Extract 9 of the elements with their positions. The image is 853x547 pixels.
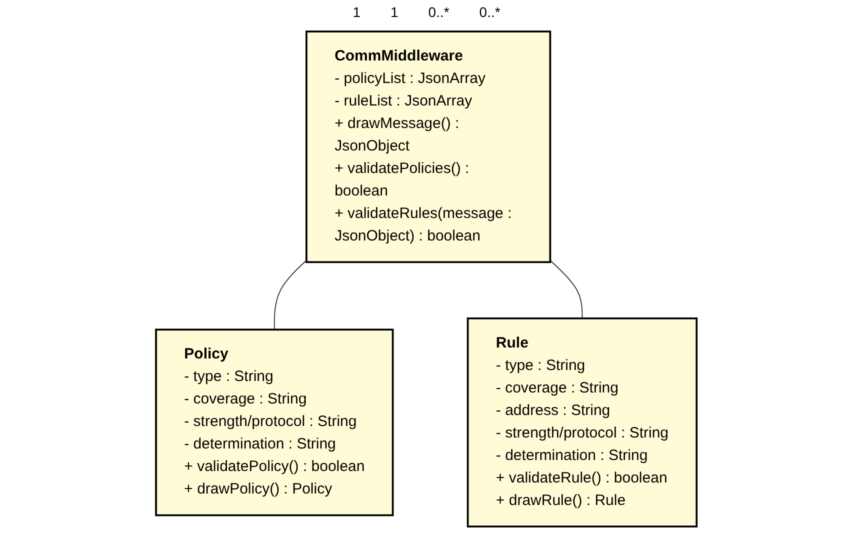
connector bbox=[550, 260, 583, 319]
node-box: CommMiddleware - policyList : JsonArray - ruleList : JsonArray + drawMessage() : JsonObject + validatePolicies() : boolean + validateRules(message : JsonObject) : boolean bbox=[306, 30, 552, 264]
multiplicity-label: 1 bbox=[390, 4, 398, 20]
node-box: Policy - type : String - coverage : String - strength/protocol : String - determination : String + validatePolicy() : boolean + drawPolicy() : Policy bbox=[155, 328, 394, 516]
connector bbox=[274, 260, 308, 330]
multiplicity-label: 1 bbox=[352, 4, 360, 20]
multiplicity-label: 0..* bbox=[428, 4, 450, 20]
multiplicity-label: 0..* bbox=[479, 4, 500, 20]
node-box: Rule - type : String - coverage : String - address : String - strength/protocol : String - determination : String + validateRule() : boolean + drawRule() : Rule bbox=[467, 317, 698, 528]
